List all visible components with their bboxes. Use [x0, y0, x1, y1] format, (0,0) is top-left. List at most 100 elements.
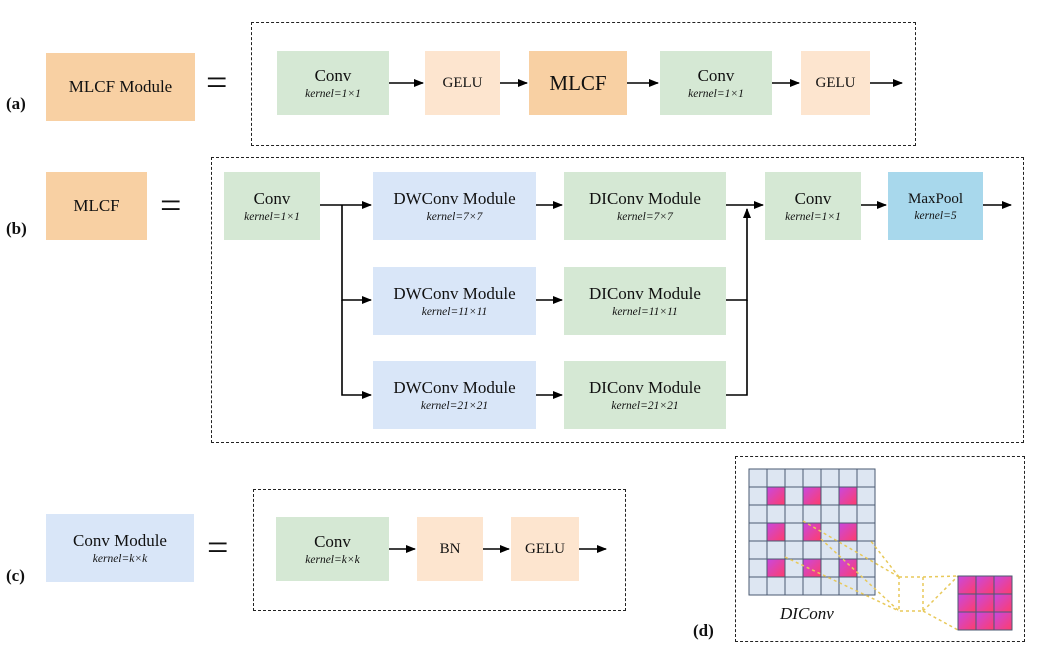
dilated-sample-cell — [838, 558, 858, 578]
conv-label: Conv — [253, 188, 291, 208]
kernel-cell — [957, 593, 977, 613]
kernel-cell — [975, 575, 995, 595]
conv-label: Conv — [314, 65, 352, 85]
dilated-sample-cell — [766, 522, 786, 542]
kernel-cell — [975, 593, 995, 613]
kernel-cell — [957, 611, 977, 631]
maxpool-label: MaxPool — [907, 190, 963, 207]
dwconv-label: DWConv Module — [393, 283, 516, 303]
diconv-frame — [735, 456, 1025, 642]
grid-cell — [748, 468, 768, 488]
sampling-line — [802, 520, 900, 578]
grid-cell — [784, 522, 804, 542]
diconv-block-2: DIConv Module kernel=11×11 — [564, 267, 726, 335]
grid-cell — [784, 468, 804, 488]
panel-label-b: (b) — [6, 219, 27, 238]
kernel-label: kernel=k×k — [92, 552, 148, 565]
gelu-label: GELU — [442, 75, 483, 91]
dilated-sample-cell — [766, 486, 786, 506]
grid-cell — [766, 468, 786, 488]
grid-cell — [802, 576, 822, 596]
grid-cell — [838, 576, 858, 596]
dwconv-label: DWConv Module — [393, 377, 516, 397]
conv-block-c: Conv kernel=k×k — [276, 517, 389, 581]
grid-cell — [748, 522, 768, 542]
grid-cell — [784, 486, 804, 506]
diconv-sampling-lines — [784, 520, 959, 631]
grid-cell — [802, 504, 822, 524]
grid-cell — [820, 486, 840, 506]
diconv-label: DIConv Module — [589, 283, 701, 303]
mlcf-frame — [211, 157, 1024, 443]
panel-label-d: (d) — [693, 621, 714, 640]
line-b-merge-3 — [726, 300, 748, 396]
dilated-sample-cell — [766, 558, 786, 578]
conv-module-block: Conv Module kernel=k×k — [46, 514, 194, 582]
grid-cell — [784, 504, 804, 524]
grid-cell — [802, 468, 822, 488]
grid-cell — [802, 540, 822, 560]
kernel-cell — [993, 593, 1013, 613]
arrow-b-merge-2 — [726, 208, 751, 301]
conv-out-block: Conv kernel=1×1 — [765, 172, 861, 240]
grid-cell — [820, 522, 840, 542]
grid-cell — [838, 504, 858, 524]
panel-label-c: (c) — [6, 566, 25, 585]
panel-label-a: (a) — [6, 94, 26, 113]
grid-cell — [838, 468, 858, 488]
diconv-input-grid — [748, 468, 876, 596]
equals-sign-c: = — [207, 527, 229, 569]
kernel-label: kernel=k×k — [305, 553, 360, 566]
kernel-label: kernel=11×11 — [421, 305, 488, 318]
conv-module-label: Conv Module — [73, 530, 167, 550]
grid-cell — [820, 504, 840, 524]
sampling-line — [922, 575, 959, 612]
kernel-label: kernel=7×7 — [426, 210, 483, 223]
grid-cell — [748, 576, 768, 596]
grid-cell — [856, 576, 876, 596]
gelu-label: GELU — [815, 75, 856, 91]
arrow-b-split-3 — [341, 300, 372, 399]
dwconv-block-1: DWConv Module kernel=7×7 — [373, 172, 536, 240]
conv-in-block: Conv kernel=1×1 — [224, 172, 320, 240]
diconv-label: DIConv Module — [589, 188, 701, 208]
conv-block-a2: Conv kernel=1×1 — [660, 51, 772, 115]
grid-cell — [784, 540, 804, 560]
grid-cell — [784, 576, 804, 596]
kernel-cell — [957, 575, 977, 595]
kernel-cell — [993, 575, 1013, 595]
conv-module-frame — [253, 489, 626, 611]
kernel-label: kernel=1×1 — [305, 87, 361, 100]
kernel-label: kernel=21×21 — [611, 399, 679, 412]
dilated-sample-cell — [838, 486, 858, 506]
grid-cell — [766, 576, 786, 596]
dilated-sample-cell — [838, 522, 858, 542]
gelu-label: GELU — [525, 541, 565, 557]
grid-cell — [748, 504, 768, 524]
dwconv-block-3: DWConv Module kernel=21×21 — [373, 361, 536, 429]
diconv-label: DIConv Module — [589, 377, 701, 397]
diconv-kernel-grid — [957, 575, 1013, 631]
gelu-block-a2: GELU — [801, 51, 870, 115]
kernel-cell — [975, 611, 995, 631]
kernel-label: kernel=21×21 — [420, 399, 489, 412]
sampling-line — [922, 575, 959, 578]
dwconv-block-2: DWConv Module kernel=11×11 — [373, 267, 536, 335]
gelu-block-c: GELU — [511, 517, 579, 581]
grid-cell — [856, 504, 876, 524]
dilated-sample-cell — [802, 522, 822, 542]
grid-cell — [766, 504, 786, 524]
mlcf-module-block: MLCF Module — [46, 53, 195, 121]
grid-cell — [856, 486, 876, 506]
dilated-sample-cell — [802, 486, 822, 506]
diconv-block-1: DIConv Module kernel=7×7 — [564, 172, 726, 240]
kernel-cell — [993, 611, 1013, 631]
sampling-line — [922, 610, 959, 631]
kernel-label: kernel=11×11 — [612, 305, 678, 318]
grid-cell — [820, 558, 840, 578]
grid-cell — [820, 540, 840, 560]
sampling-line — [869, 539, 900, 578]
conv-block-a1: Conv kernel=1×1 — [277, 51, 389, 115]
mlcf-label: MLCF — [549, 71, 607, 95]
